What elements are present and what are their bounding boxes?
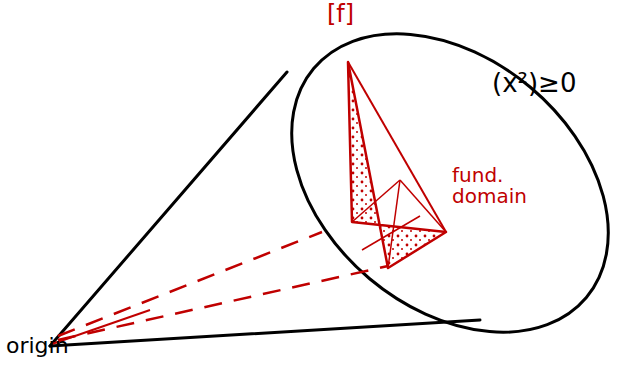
domain-label: fund. domain — [452, 165, 572, 207]
origin-label: origin — [6, 334, 69, 357]
vertex-label: [f] — [327, 2, 354, 27]
cone-condition: (x²)≥0 — [492, 70, 576, 97]
